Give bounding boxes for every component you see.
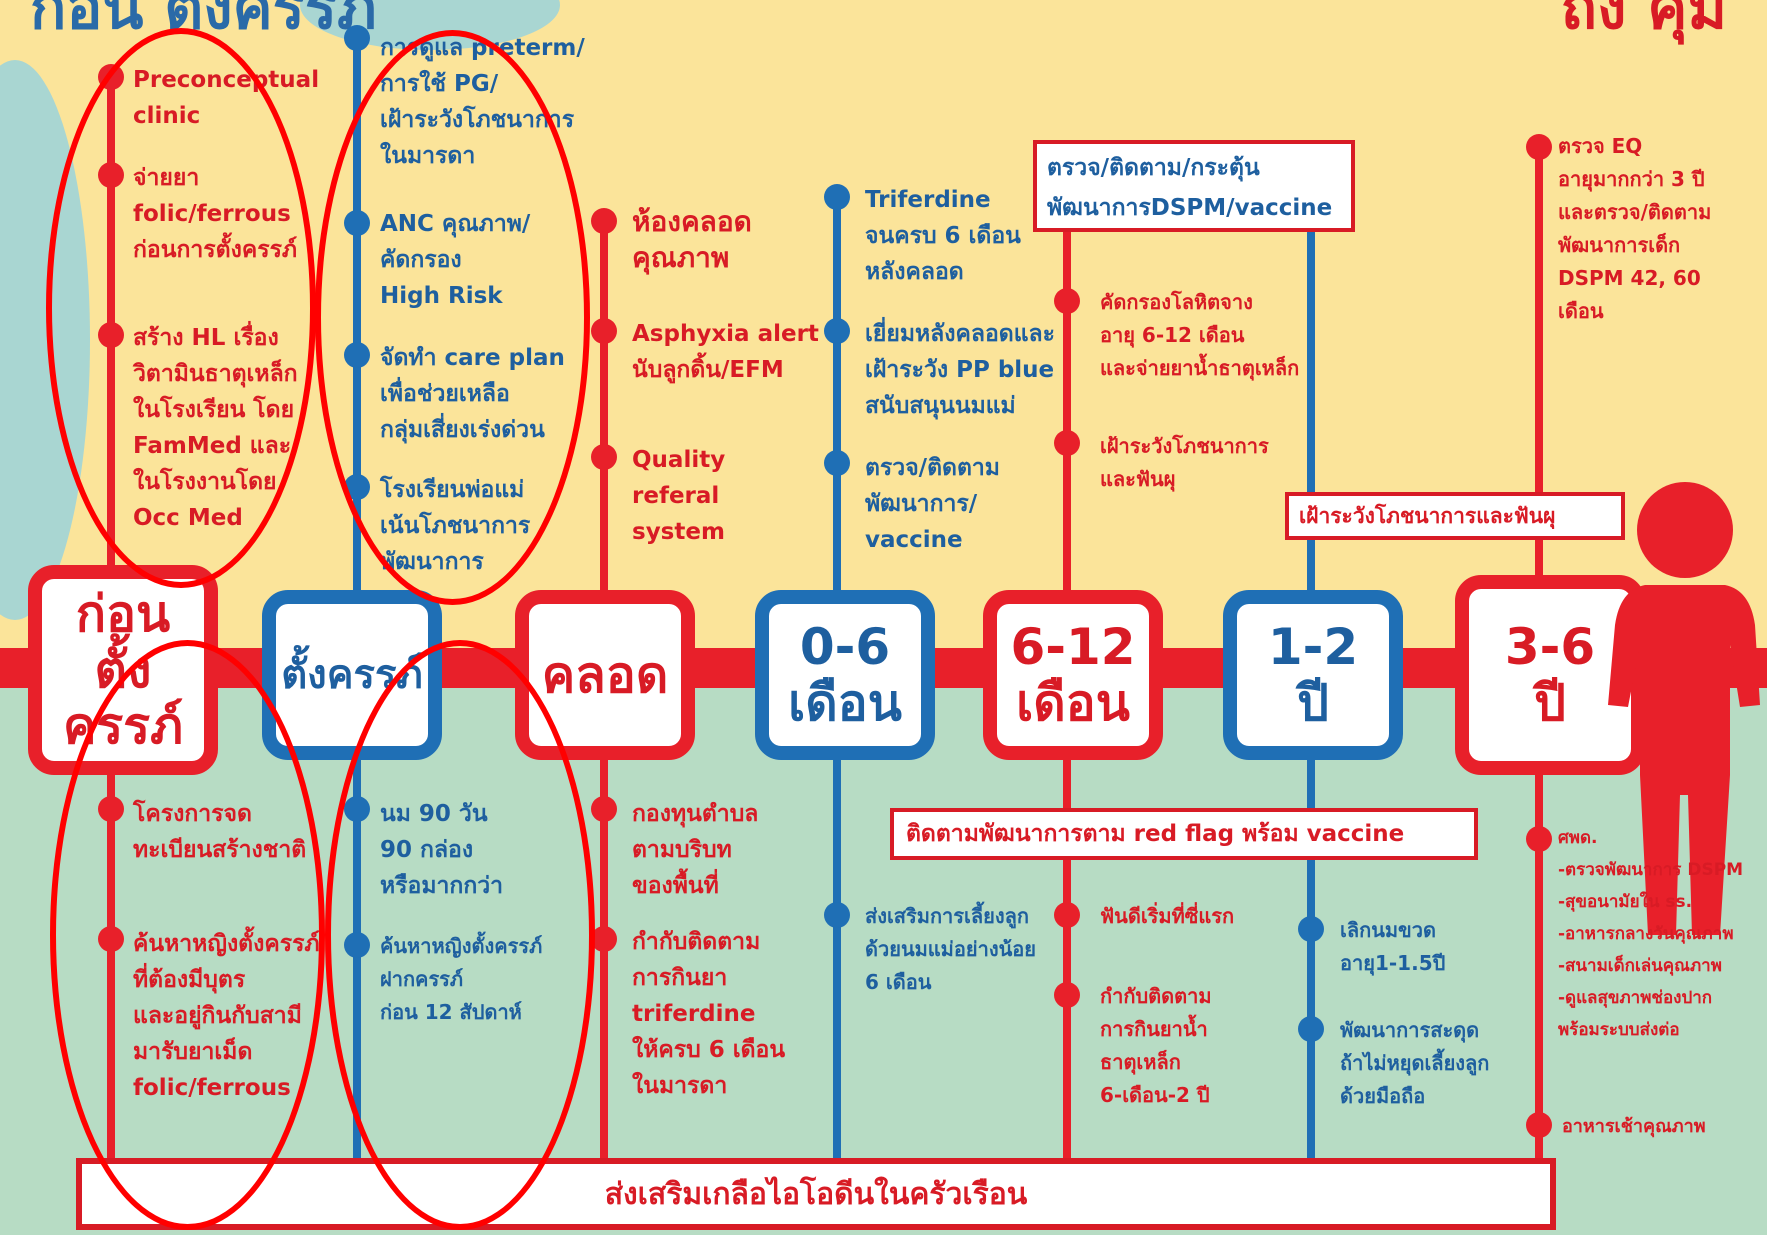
dot <box>344 25 370 51</box>
m06-top-2: เยี่ยมหลังคลอดและ เฝ้าระวัง PP blue สนับ… <box>865 321 1055 419</box>
m612-top-2: เฝ้าระวังโภชนาการ และฟันผุ <box>1100 434 1269 491</box>
dot <box>591 796 617 822</box>
dot <box>591 926 617 952</box>
birth-top-1: ห้องคลอด คุณภาพ <box>632 205 752 274</box>
birth-top-3: Quality referal system <box>632 447 726 545</box>
dot <box>1054 430 1080 456</box>
dot <box>824 450 850 476</box>
birth-top-2: Asphyxia alert นับลูกดิ้น/EFM <box>632 321 819 383</box>
dot <box>1054 982 1080 1008</box>
dot <box>824 902 850 928</box>
m612-bottom-2: กำกับติดตาม การกินยาน้ำ ธาตุเหล็ก 6-เดือ… <box>1100 984 1212 1107</box>
dot <box>1526 1112 1552 1138</box>
annotation-oval-top-left <box>46 28 316 588</box>
y12-bottom-2: พัฒนาการสะดุด ถ้าไม่หยุดเลี้ยงลูก ด้วยมื… <box>1340 1018 1490 1108</box>
stage-0-6-months: 0-6 เดือน <box>755 590 935 760</box>
y12-bottom-1: เลิกนมขวด อายุ1-1.5ปี <box>1340 918 1446 975</box>
box-12-top: เฝ้าระวังโภชนาการและฟันผุ <box>1285 492 1625 540</box>
annotation-oval-top-second <box>315 30 590 605</box>
birth-bottom-2: กำกับติดตาม การกินยา triferdine ให้ครบ 6… <box>632 929 786 1099</box>
dot <box>824 184 850 210</box>
dot <box>1054 902 1080 928</box>
annotation-oval-bottom-second <box>325 640 595 1230</box>
y36-bottom-2: อาหารเช้าคุณภาพ <box>1562 1116 1706 1137</box>
dot <box>591 444 617 470</box>
box-612-top: ตรวจ/ติดตาม/กระตุ้น พัฒนาการDSPM/vaccine <box>1033 140 1355 232</box>
redflag-box: ติดตามพัฒนาการตาม red flag พร้อม vaccine <box>890 808 1478 860</box>
dot <box>591 208 617 234</box>
stage-birth: คลอด <box>515 590 695 760</box>
dot <box>824 318 850 344</box>
m612-top-1: คัดกรองโลหิตจาง อายุ 6-12 เดือน และจ่ายย… <box>1100 290 1300 380</box>
dot <box>1054 288 1080 314</box>
dot <box>1526 826 1552 852</box>
footer-banner: ส่งเสริมเกลือไอโอดีนในครัวเรือน <box>76 1158 1556 1230</box>
dot <box>1298 916 1324 942</box>
m06-top-3: ตรวจ/ติดตาม พัฒนาการ/ vaccine <box>865 455 1000 553</box>
child-silhouette-icon <box>1608 482 1760 935</box>
annotation-oval-bottom-left <box>50 640 325 1230</box>
y36-bottom-1: ศพด. -ตรวจพัฒนาการ DSPM -สุขอนามัยใน ss.… <box>1558 828 1744 1040</box>
m612-bottom-1: ฟันดีเริ่มที่ซี่แรก <box>1100 904 1235 928</box>
footer-text: ส่งเสริมเกลือไอโอดีนในครัวเรือน <box>604 1176 1028 1212</box>
stage-6-12-months: 6-12 เดือน <box>983 590 1163 760</box>
stage-1-2-years: 1-2 ปี <box>1223 590 1403 760</box>
y36-top: ตรวจ EQ อายุมากกว่า 3 ปี และตรวจ/ติดตาม … <box>1558 134 1712 323</box>
dot <box>1526 134 1552 160</box>
header-right-fragment: ถึง คุ้ม <box>1560 0 1727 43</box>
dot <box>591 318 617 344</box>
dot <box>1298 1016 1324 1042</box>
m06-top-1: Triferdine จนครบ 6 เดือน หลังคลอด <box>865 187 1021 285</box>
m06-bottom: ส่งเสริมการเลี้ยงลูก ด้วยนมแม่อย่างน้อย … <box>865 904 1036 994</box>
birth-bottom-1: กองทุนตำบล ตามบริบท ของพื้นที่ <box>632 801 759 899</box>
